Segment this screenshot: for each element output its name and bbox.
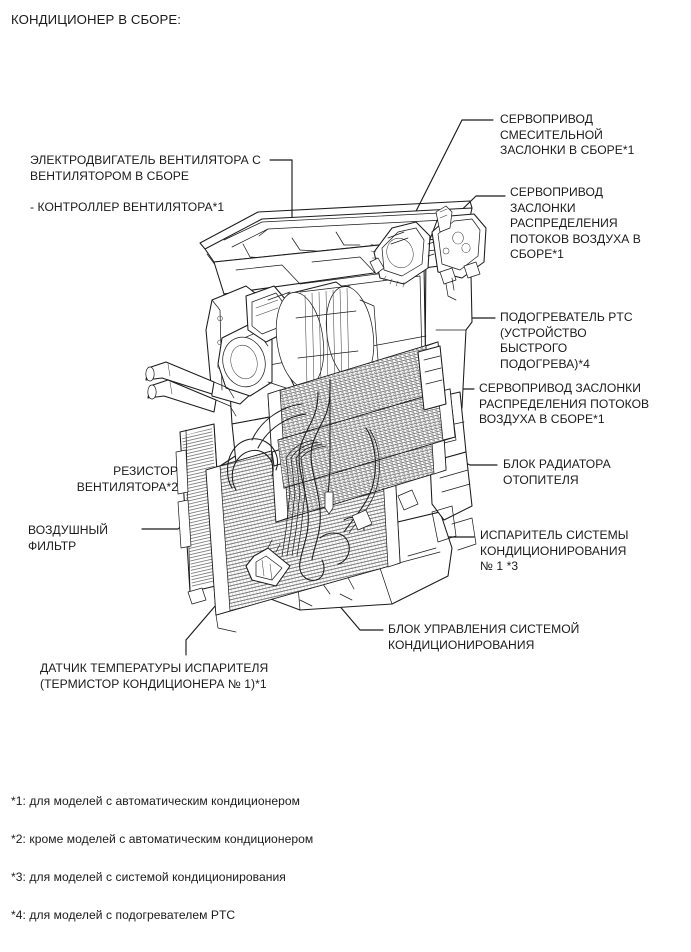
callout-blower-resistor: РЕЗИСТОР ВЕНТИЛЯТОРА*2 [76,464,178,494]
ptc-heater [277,345,456,489]
blower-motor-assembly [205,281,379,405]
air-filter [175,423,225,593]
heater-radiator-core [267,341,447,523]
page-title: КОНДИЦИОНЕР В СБОРЕ: [11,12,181,27]
callout-air-distribution-servo: СЕРВОПРИВОД ЗАСЛОНКИ РАСПРЕДЕЛЕНИЯ ПОТОК… [510,185,641,262]
connector-plug [245,539,291,587]
footnote-item: *2: кроме моделей с автоматическим конди… [11,832,314,846]
evaporator-core [205,415,401,616]
servo-motor-group [369,205,487,301]
callout-blower-motor: ЭЛЕКТРОДВИГАТЕЛЬ ВЕНТИЛЯТОРА С ВЕНТИЛЯТО… [30,153,261,214]
wire-harness [226,379,380,581]
case-small-details [187,489,419,633]
callout-evaporator-temp-sensor: ДАТЧИК ТЕМПЕРАТУРЫ ИСПАРИТЕЛЯ (ТЕРМИСТОР… [40,661,269,691]
callout-air-filter: ВОЗДУШНЫЙ ФИЛЬТР [28,523,109,553]
callout-mix-damper-servo: СЕРВОПРИВОД СМЕСИТЕЛЬНОЙ ЗАСЛОНКИ В СБОР… [500,112,635,158]
hvac-case-body [213,217,473,611]
heater-pipes [145,361,237,417]
callout-evaporator: ИСПАРИТЕЛЬ СИСТЕМЫ КОНДИЦИОНИРОВАНИЯ № 1… [480,528,629,574]
footnote-item: *1: для моделей с автоматическим кондици… [11,794,301,808]
callout-mode-servo: СЕРВОПРИВОД ЗАСЛОНКИ РАСПРЕДЕЛЕНИЯ ПОТОК… [479,381,650,427]
callout-heater-radiator: БЛОК РАДИАТОРА ОТОПИТЕЛЯ [503,457,611,487]
case-right-structure [423,391,477,551]
footnote-item: *3: для моделей с системой кондициониров… [11,870,286,884]
footnotes-list: *1: для моделей с автоматическим кондици… [11,793,481,945]
callout-ptc-heater: ПОДОГРЕВАТЕЛЬ PTC (УСТРОЙСТВО БЫСТРОГО П… [500,310,633,371]
mix-damper-servo [369,221,431,288]
callout-control-unit: БЛОК УПРАВЛЕНИЯ СИСТЕМОЙ КОНДИЦИОНИРОВАН… [388,622,580,652]
blower-fan [275,281,375,397]
air-distribution-servo [431,205,487,301]
footnote-item: *4: для моделей с подогревателем PTC [11,908,236,922]
